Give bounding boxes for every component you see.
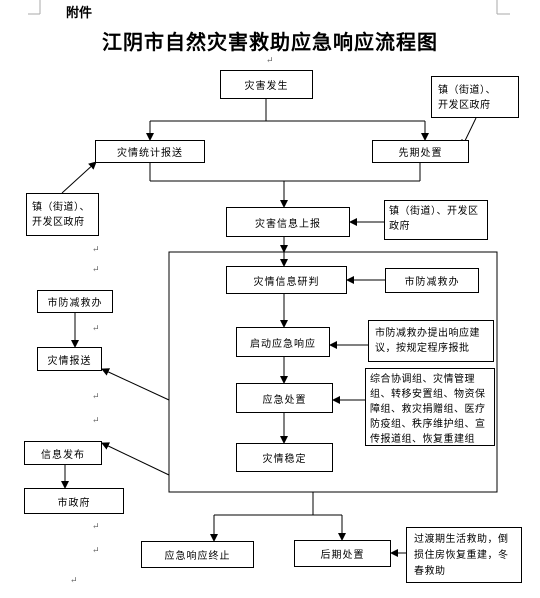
box-start-response-label: 启动应急响应 [250, 338, 316, 350]
box-aftermath-label: 后期处置 [320, 550, 365, 561]
attachment-label: 附件 [66, 6, 93, 21]
box-disaster-occur: 灾害发生 [220, 70, 313, 99]
return-mark: ↵ [92, 522, 100, 532]
box-aftermath-detail-label: 过渡期生活救助，倒损住房恢复重建，冬春救助 [414, 534, 509, 577]
arrow-frame-release [101, 442, 170, 476]
box-info-release: 信息发布 [24, 441, 102, 465]
box-mitigation-office-a: 市防减救办 [385, 268, 479, 293]
box-assessment: 灾情信息研判 [226, 266, 347, 294]
box-stats-report: 灾情统计报送 [95, 140, 205, 163]
box-groups: 综合协调组、灾情管理组、转移安置组、物资保障组、救灾捐赠组、医疗防疫组、秩序维护… [365, 368, 495, 446]
box-info-report: 灾害信息上报 [226, 207, 350, 237]
box-mitigation-office-a-label: 市防减救办 [404, 277, 460, 288]
town-gov-left-line2: 开发区政府 [32, 217, 85, 228]
return-mark: ↵ [92, 245, 100, 255]
arrow-frame-report [101, 368, 170, 401]
box-disaster-report: 灾情报送 [37, 347, 102, 371]
box-early-action: 先期处置 [372, 140, 469, 163]
town-gov-top-line2: 开发区政府 [438, 100, 491, 111]
box-assessment-label: 灾情信息研判 [253, 276, 320, 288]
return-mark: ↵ [266, 56, 274, 66]
arrow-towngov-stats [61, 161, 97, 194]
box-info-release-label: 信息发布 [41, 449, 85, 461]
return-mark: ↵ [92, 265, 100, 275]
box-stabilize-label: 灾情稳定 [262, 454, 307, 465]
box-start-response: 启动应急响应 [236, 327, 330, 357]
box-mitigation-office-left: 市防减救办 [37, 290, 113, 313]
box-city-gov-label: 市政府 [57, 497, 91, 509]
return-mark: ↵ [70, 576, 78, 586]
box-stabilize: 灾情稳定 [236, 443, 333, 472]
box-town-gov-top: 镇（街道）、 开发区政府 [431, 76, 519, 118]
box-disaster-occur-label: 灾害发生 [244, 81, 289, 92]
page-title: 江阴市自然灾害救助应急响应流程图 [102, 30, 438, 54]
response-frame [168, 251, 498, 493]
box-end-response: 应急响应终止 [141, 541, 254, 568]
box-town-gov-right: 镇（街道）、开发区政府 [384, 200, 488, 240]
return-mark: ↵ [92, 392, 100, 402]
box-info-report-label: 灾害信息上报 [255, 218, 321, 230]
box-office-propose: 市防减救办提出响应建议，按规定程序报批 [368, 320, 494, 362]
box-office-propose-label: 市防减救办提出响应建议，按规定程序报批 [375, 328, 480, 354]
return-mark: ↵ [92, 546, 100, 556]
box-emergency-action-label: 应急处置 [262, 394, 307, 406]
box-town-gov-left: 镇（街道）、 开发区政府 [26, 193, 99, 236]
box-aftermath: 后期处置 [294, 540, 391, 567]
return-mark: ↵ [92, 324, 100, 334]
box-emergency-action: 应急处置 [236, 383, 333, 413]
box-aftermath-detail: 过渡期生活救助，倒损住房恢复重建，冬春救助 [406, 527, 522, 583]
box-town-gov-right-label: 镇（街道）、开发区政府 [389, 206, 479, 232]
box-mitigation-office-left-label: 市防减救办 [47, 298, 103, 309]
town-gov-left-line1: 镇（街道）、 [32, 202, 90, 213]
box-city-gov: 市政府 [24, 488, 124, 514]
box-early-action-label: 先期处置 [398, 148, 443, 159]
return-mark: ↵ [92, 416, 100, 426]
box-end-response-label: 应急响应终止 [164, 551, 231, 562]
box-stats-report-label: 灾情统计报送 [117, 148, 183, 159]
box-groups-label: 综合协调组、灾情管理组、转移安置组、物资保障组、救灾捐赠组、医疗防疫组、秩序维护… [370, 374, 486, 445]
box-disaster-report-label: 灾情报送 [47, 355, 92, 367]
town-gov-top-line1: 镇（街道）、 [438, 85, 496, 96]
